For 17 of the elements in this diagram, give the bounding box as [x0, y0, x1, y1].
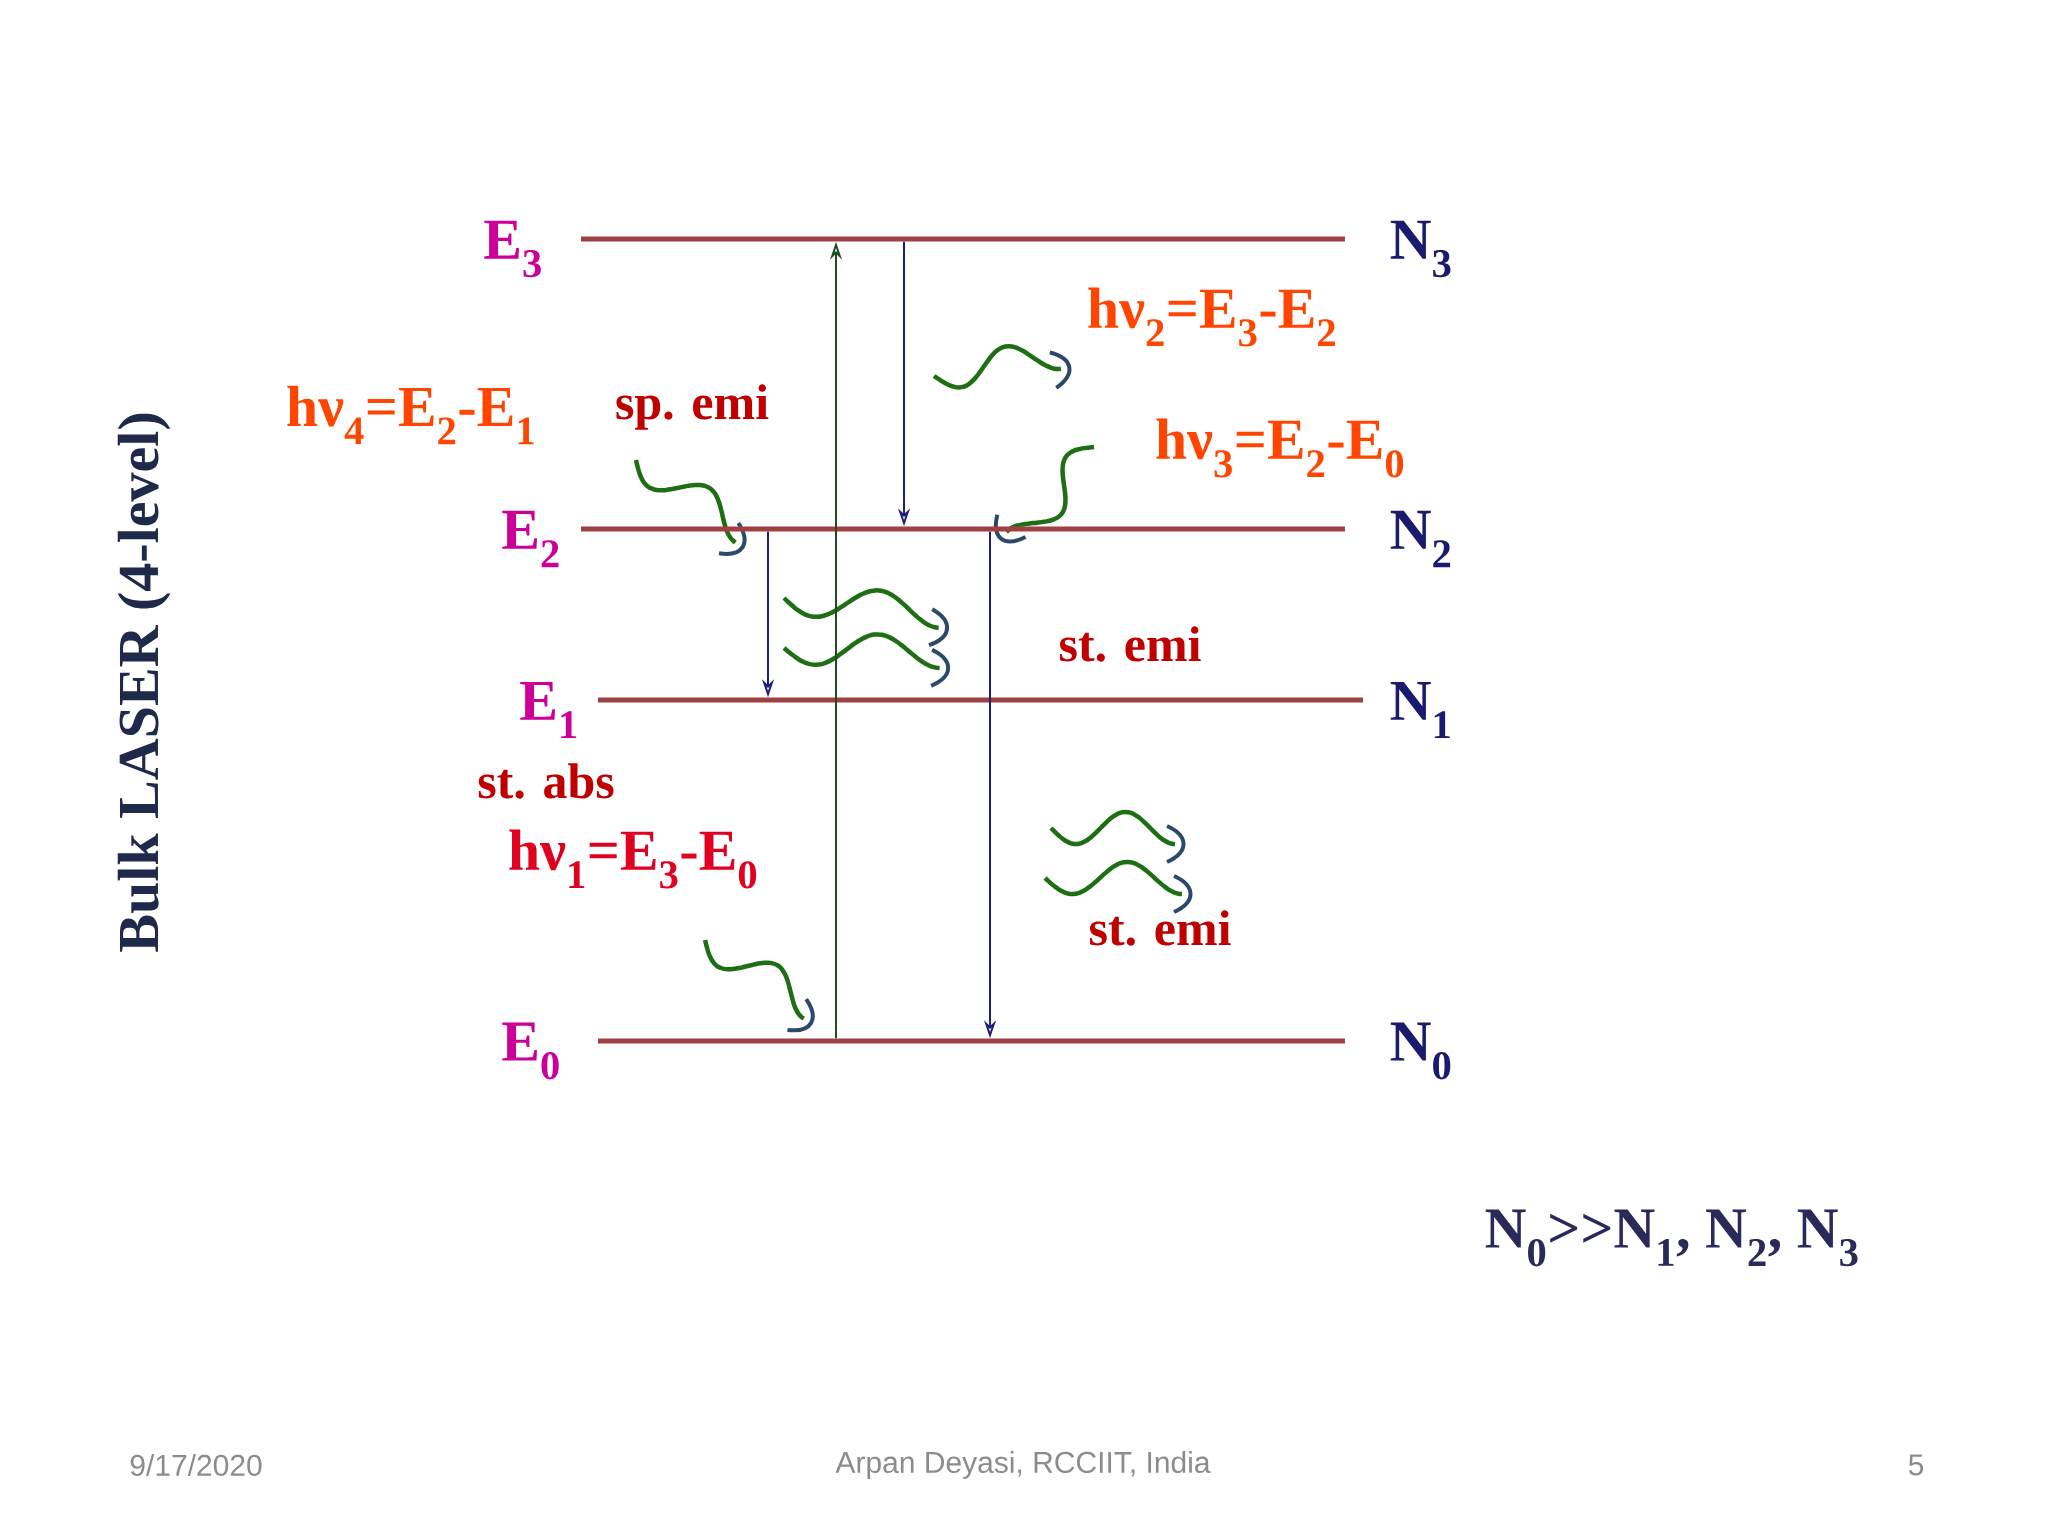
population-label: N$_{2}$	[1390, 510, 1451, 568]
condition-note: N$_{0}$>>N$_{1}$, N$_{2}$, N$_{3}$	[1485, 1209, 1858, 1267]
energy-label: E$_{2}$	[502, 510, 559, 568]
energy-label: E$_{3}$	[484, 220, 541, 278]
formula-label: hν$_{1}$=E$_{3}$-E$_{0}$	[509, 829, 757, 889]
process-label: st. emi	[1060, 626, 1201, 662]
footer-text: Arpan Deyasi, RCCIIT, India	[835, 1451, 1211, 1479]
population-label: N$_{0}$	[1390, 1022, 1451, 1080]
energy-label: E$_{0}$	[502, 1022, 559, 1080]
footer-date: 9/17/2020	[130, 1454, 262, 1476]
population-label: N$_{3}$	[1390, 220, 1451, 278]
formula-label: hν$_{4}$=E$_{2}$-E$_{1}$	[287, 385, 534, 445]
title: Bulk LASER (4-level)	[117, 413, 171, 952]
energy-label: E$_{1}$	[520, 681, 577, 739]
population-label: N$_{1}$	[1390, 681, 1450, 739]
page-number: 5	[1908, 1454, 1924, 1476]
process-label: sp. emi	[616, 384, 769, 430]
